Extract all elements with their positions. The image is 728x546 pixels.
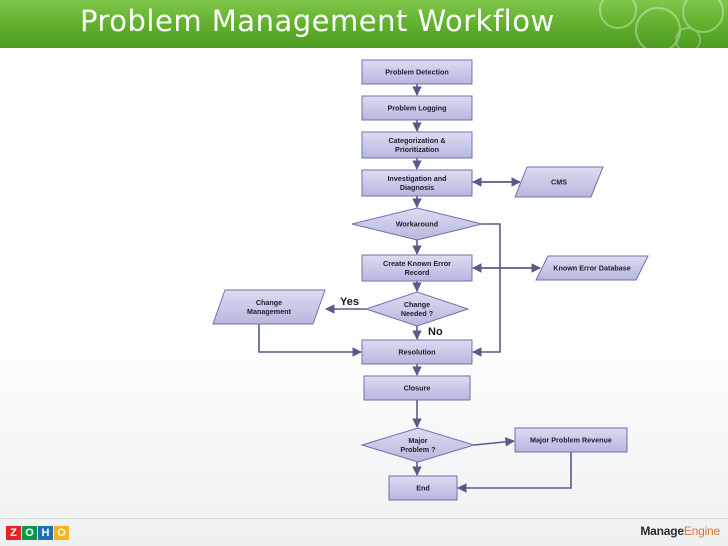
node-change-management-label: Change [256, 298, 282, 307]
node-major-problem-label: Problem ? [400, 445, 435, 454]
node-closure-label: Closure [404, 384, 431, 393]
node-workaround: Workaround [351, 207, 483, 241]
node-major-problem-label: Major [408, 436, 427, 445]
edge-revenue-end [457, 452, 572, 493]
edge-major-revenue [473, 437, 515, 447]
edge-label-no: No [428, 326, 443, 338]
node-problem-detection-shape [361, 59, 473, 85]
node-categorization-shape [361, 131, 473, 159]
node-cms-shape [514, 166, 604, 198]
title-banner: Problem Management Workflow [0, 0, 728, 48]
node-major-problem-revenue-label: Major Problem Revenue [530, 436, 612, 445]
node-resolution-label: Resolution [398, 348, 435, 357]
node-change-management-label: Management [247, 307, 292, 316]
zoho-logo-tile: H [38, 526, 53, 540]
node-major-problem-revenue-shape [514, 427, 628, 453]
node-categorization-label: Prioritization [395, 145, 439, 154]
node-investigation-shape [361, 169, 473, 197]
node-closure: Closure [363, 375, 471, 401]
node-closure-shape [363, 375, 471, 401]
node-cms-label: CMS [551, 178, 567, 187]
node-problem-detection: Problem Detection [361, 59, 473, 85]
zoho-logo-tile: O [54, 526, 69, 540]
node-categorization: Categorization &Prioritization [361, 131, 473, 159]
node-change-management-shape [212, 289, 326, 325]
node-end-label: End [416, 484, 430, 493]
node-problem-logging-label: Problem Logging [387, 104, 446, 113]
manageengine-logo-accent: Engine [683, 524, 720, 538]
zoho-logo-tile: O [22, 526, 37, 540]
node-known-error-database-shape [535, 255, 649, 281]
node-end: End [388, 475, 458, 501]
node-end-shape [388, 475, 458, 501]
node-major-problem-shape [360, 427, 476, 463]
manageengine-logo: ManageEngine [640, 524, 720, 538]
node-categorization-label: Categorization & [388, 136, 445, 145]
node-resolution-shape [361, 339, 473, 365]
edge-label-yes: Yes [340, 296, 359, 308]
node-known-error-database-label: Known Error Database [553, 264, 630, 273]
banner-decoration [599, 0, 724, 48]
node-change-needed-label: Change [404, 300, 430, 309]
node-create-known-error-label: Record [405, 268, 430, 277]
node-investigation-label: Diagnosis [400, 183, 434, 192]
node-investigation-label: Investigation and [387, 174, 446, 183]
node-resolution: Resolution [361, 339, 473, 365]
node-problem-logging: Problem Logging [361, 95, 473, 121]
manageengine-logo-main: Manage [640, 524, 684, 538]
page-title: Problem Management Workflow [80, 4, 555, 38]
node-known-error-database: Known Error Database [535, 255, 649, 281]
footer-divider [0, 518, 728, 519]
node-change-needed-shape [364, 291, 470, 327]
node-major-problem-revenue: Major Problem Revenue [514, 427, 628, 453]
node-workaround-label: Workaround [396, 220, 438, 229]
node-create-known-error-label: Create Known Error [383, 259, 451, 268]
node-change-needed-label: Needed ? [401, 309, 433, 318]
node-problem-detection-label: Problem Detection [385, 68, 449, 77]
node-create-known-error-shape [361, 254, 473, 282]
edge-workaround-resolution [472, 223, 501, 357]
node-cms: CMS [514, 166, 604, 198]
edge-change-mgmt-resolution [258, 324, 362, 357]
zoho-logo-tile: Z [6, 526, 21, 540]
node-problem-logging-shape [361, 95, 473, 121]
node-workaround-shape [351, 207, 483, 241]
